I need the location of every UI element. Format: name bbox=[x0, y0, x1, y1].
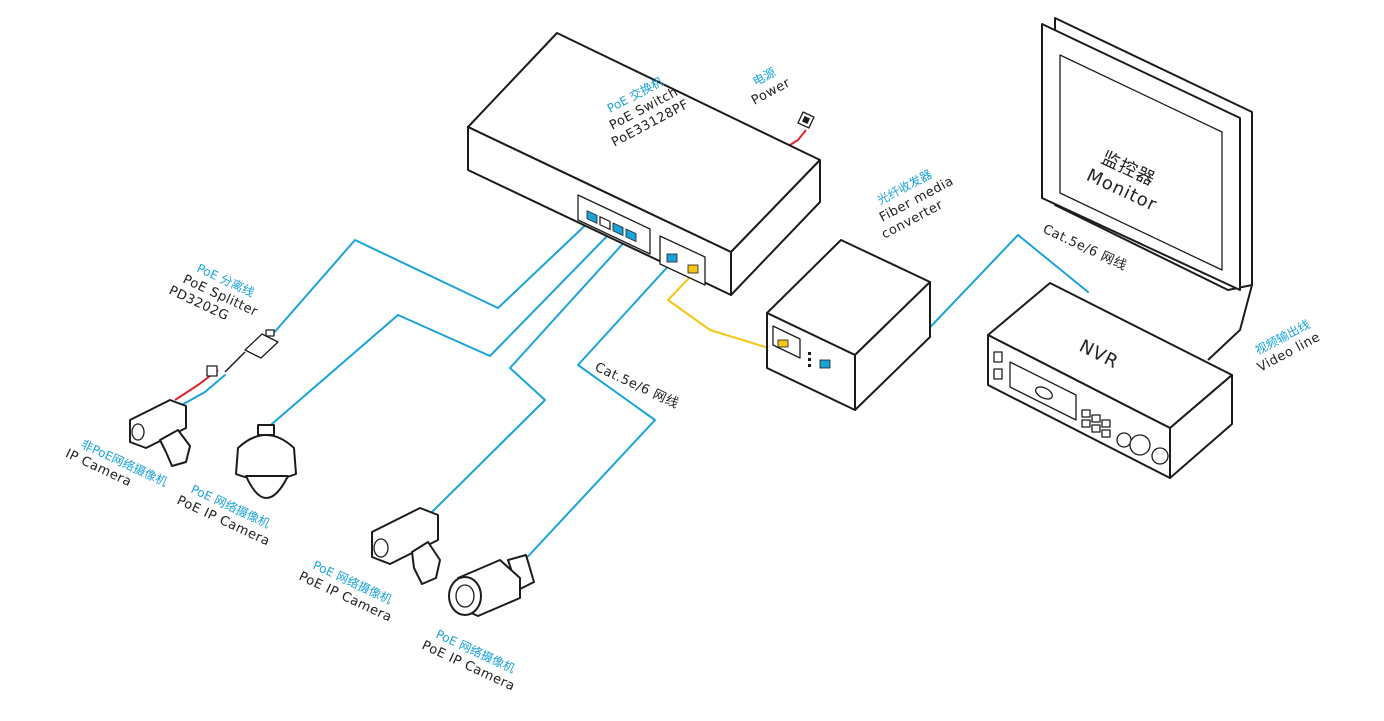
nvr-power-button bbox=[993, 351, 1003, 363]
converter-side bbox=[854, 281, 931, 411]
bullet-camera-lens bbox=[455, 584, 475, 608]
box-camera-lens bbox=[373, 538, 389, 558]
cable-switch-to-dome-camera bbox=[264, 229, 614, 431]
dome-camera-housing bbox=[235, 434, 297, 481]
splitter-lead bbox=[224, 351, 246, 373]
non-poe-camera bbox=[129, 399, 191, 467]
non-poe-camera-bracket bbox=[159, 429, 191, 467]
nvr-usb-port bbox=[993, 368, 1003, 380]
switch-uplink-port bbox=[666, 253, 678, 263]
splitter-plug bbox=[206, 365, 218, 377]
non-poe-camera-lens bbox=[131, 423, 145, 441]
monitor-screen bbox=[1059, 54, 1223, 271]
cable-switch-to-box-camera bbox=[431, 237, 629, 513]
switch-port-3 bbox=[612, 222, 624, 237]
monitor bbox=[1041, 17, 1253, 291]
converter-led-icon bbox=[808, 352, 811, 367]
power-socket bbox=[797, 111, 815, 129]
video-line-label: 视频输出线 Video line bbox=[1252, 316, 1323, 375]
nvr-knob-large bbox=[1129, 434, 1151, 456]
switch-port-4 bbox=[625, 228, 637, 243]
nvr-knob-small bbox=[1116, 432, 1132, 448]
camera-label-bullet: PoE 网络摄像机 PoE IP Camera bbox=[419, 626, 517, 694]
splitter-body bbox=[244, 333, 279, 359]
switch-port-2 bbox=[599, 216, 611, 231]
dome-camera-mount bbox=[257, 424, 275, 436]
dome-camera-bubble bbox=[245, 475, 289, 499]
box-camera-body bbox=[371, 507, 439, 565]
nvr-dial bbox=[1151, 447, 1169, 465]
box-camera-bracket bbox=[411, 541, 441, 585]
nvr bbox=[987, 282, 1233, 479]
switch-sfp-port bbox=[687, 264, 699, 274]
power-label: 电源 Power bbox=[749, 65, 793, 108]
converter-fiber-port bbox=[777, 339, 789, 348]
non-poe-camera-body bbox=[129, 399, 187, 449]
fiber-media-converter bbox=[766, 239, 931, 411]
cable-fiber-switch-to-converter bbox=[667, 274, 776, 351]
nvr-side bbox=[1169, 374, 1233, 479]
camera-label-box: PoE 网络摄像机 PoE IP Camera bbox=[296, 557, 394, 625]
switch-port-1 bbox=[586, 210, 598, 224]
poe-switch bbox=[467, 32, 821, 296]
splitter-label: PoE 分离线 PoE Splitter PD3202G bbox=[166, 260, 260, 324]
splitter-port bbox=[265, 329, 275, 337]
converter-rj45-port bbox=[819, 359, 831, 369]
dome-camera bbox=[235, 424, 297, 499]
poe-splitter bbox=[206, 329, 279, 377]
box-camera bbox=[371, 507, 441, 585]
poe-switch-side bbox=[730, 159, 821, 296]
cable-splitter-data bbox=[179, 374, 226, 407]
bullet-camera bbox=[448, 554, 535, 617]
fiber-converter-label: 光纤收发器 Fiber media converter bbox=[874, 166, 956, 242]
nvr-keypad-icon bbox=[1081, 409, 1111, 438]
cable-label-mid: Cat.5e/6 网线 bbox=[592, 360, 681, 412]
cable-switch-to-splitter bbox=[271, 217, 594, 336]
nvr-disc-icon bbox=[1035, 386, 1053, 400]
switch-ports bbox=[586, 210, 637, 243]
cable-switch-to-bullet-camera bbox=[519, 261, 673, 566]
